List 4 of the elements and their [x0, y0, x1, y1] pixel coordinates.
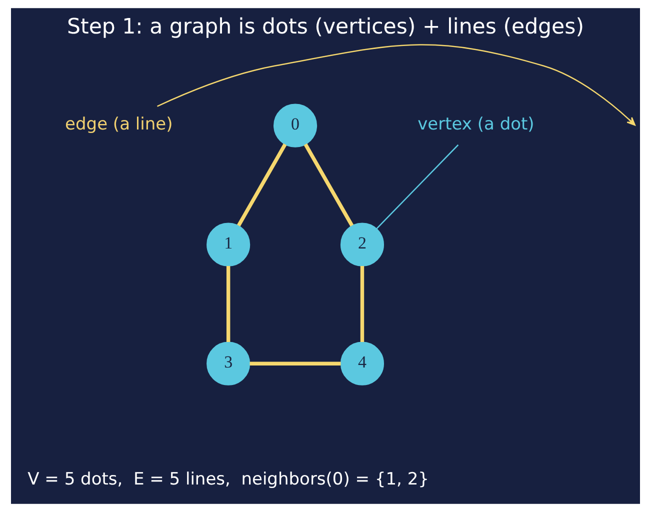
- node-text: edge (a line): [64, 114, 172, 135]
- diagram-title: Step 1: a graph is dots (vertices) + lines (edges): [66, 14, 584, 40]
- node-text: vertex (a dot): [417, 114, 534, 135]
- caption: V = 5 dots, E = 5 lines, neighbors(0) = {1, 2}: [27, 470, 429, 490]
